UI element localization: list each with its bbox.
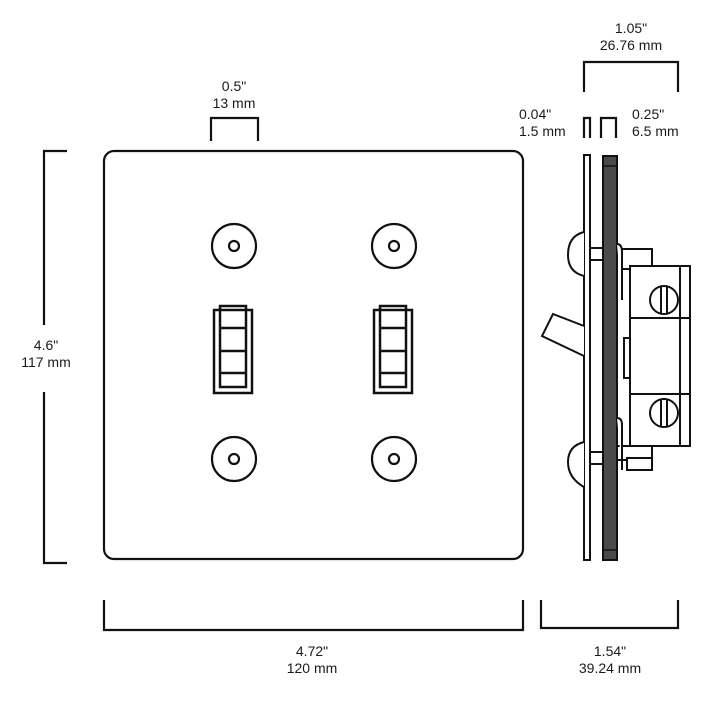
screw-bottom-right	[370, 435, 418, 483]
side-mechanism	[589, 243, 691, 471]
total-depth-mm: 39.24 mm	[578, 660, 642, 676]
plate-thickness-inches: 0.04"	[519, 106, 552, 122]
cover-thickness-bracket	[599, 116, 618, 138]
height-inches: 4.6"	[33, 337, 59, 353]
screw-top-right	[370, 222, 418, 270]
toggle-left	[212, 304, 254, 395]
height-label: 4.6" 117 mm	[6, 337, 86, 371]
side-view	[540, 154, 691, 561]
screw-bottom-left	[210, 435, 258, 483]
width-label: 4.72" 120 mm	[272, 643, 352, 677]
width-inches: 4.72"	[295, 643, 329, 659]
screw-top-left	[210, 222, 258, 270]
toggle-width-mm: 13 mm	[212, 95, 256, 111]
height-bracket	[42, 149, 67, 565]
side-toggle-lever	[540, 312, 585, 357]
side-cover	[602, 155, 618, 561]
width-mm: 120 mm	[286, 660, 338, 676]
toggle-right	[372, 304, 414, 395]
toggle-width-bracket	[209, 116, 260, 141]
width-bracket	[102, 600, 525, 632]
cover-thickness-mm: 6.5 mm	[632, 123, 679, 139]
plate-thickness-bracket	[582, 116, 592, 138]
side-top-depth-mm: 26.76 mm	[599, 37, 663, 53]
cover-thickness-inches: 0.25"	[632, 106, 665, 122]
toggle-width-label: 0.5" 13 mm	[194, 78, 274, 112]
plate-thickness-mm: 1.5 mm	[519, 123, 566, 139]
height-mm: 117 mm	[21, 354, 71, 370]
front-plate	[102, 149, 525, 561]
side-top-depth-label: 1.05" 26.76 mm	[586, 20, 676, 54]
total-depth-inches: 1.54"	[593, 643, 627, 659]
cover-thickness-label: 0.25" 6.5 mm	[632, 106, 702, 140]
side-plate	[583, 154, 591, 561]
toggle-width-inches: 0.5"	[221, 78, 247, 94]
total-depth-bracket	[539, 600, 680, 630]
plate-thickness-label: 0.04" 1.5 mm	[519, 106, 579, 140]
side-top-depth-inches: 1.05"	[614, 20, 648, 36]
side-top-depth-bracket	[582, 60, 680, 92]
total-depth-label: 1.54" 39.24 mm	[565, 643, 655, 677]
